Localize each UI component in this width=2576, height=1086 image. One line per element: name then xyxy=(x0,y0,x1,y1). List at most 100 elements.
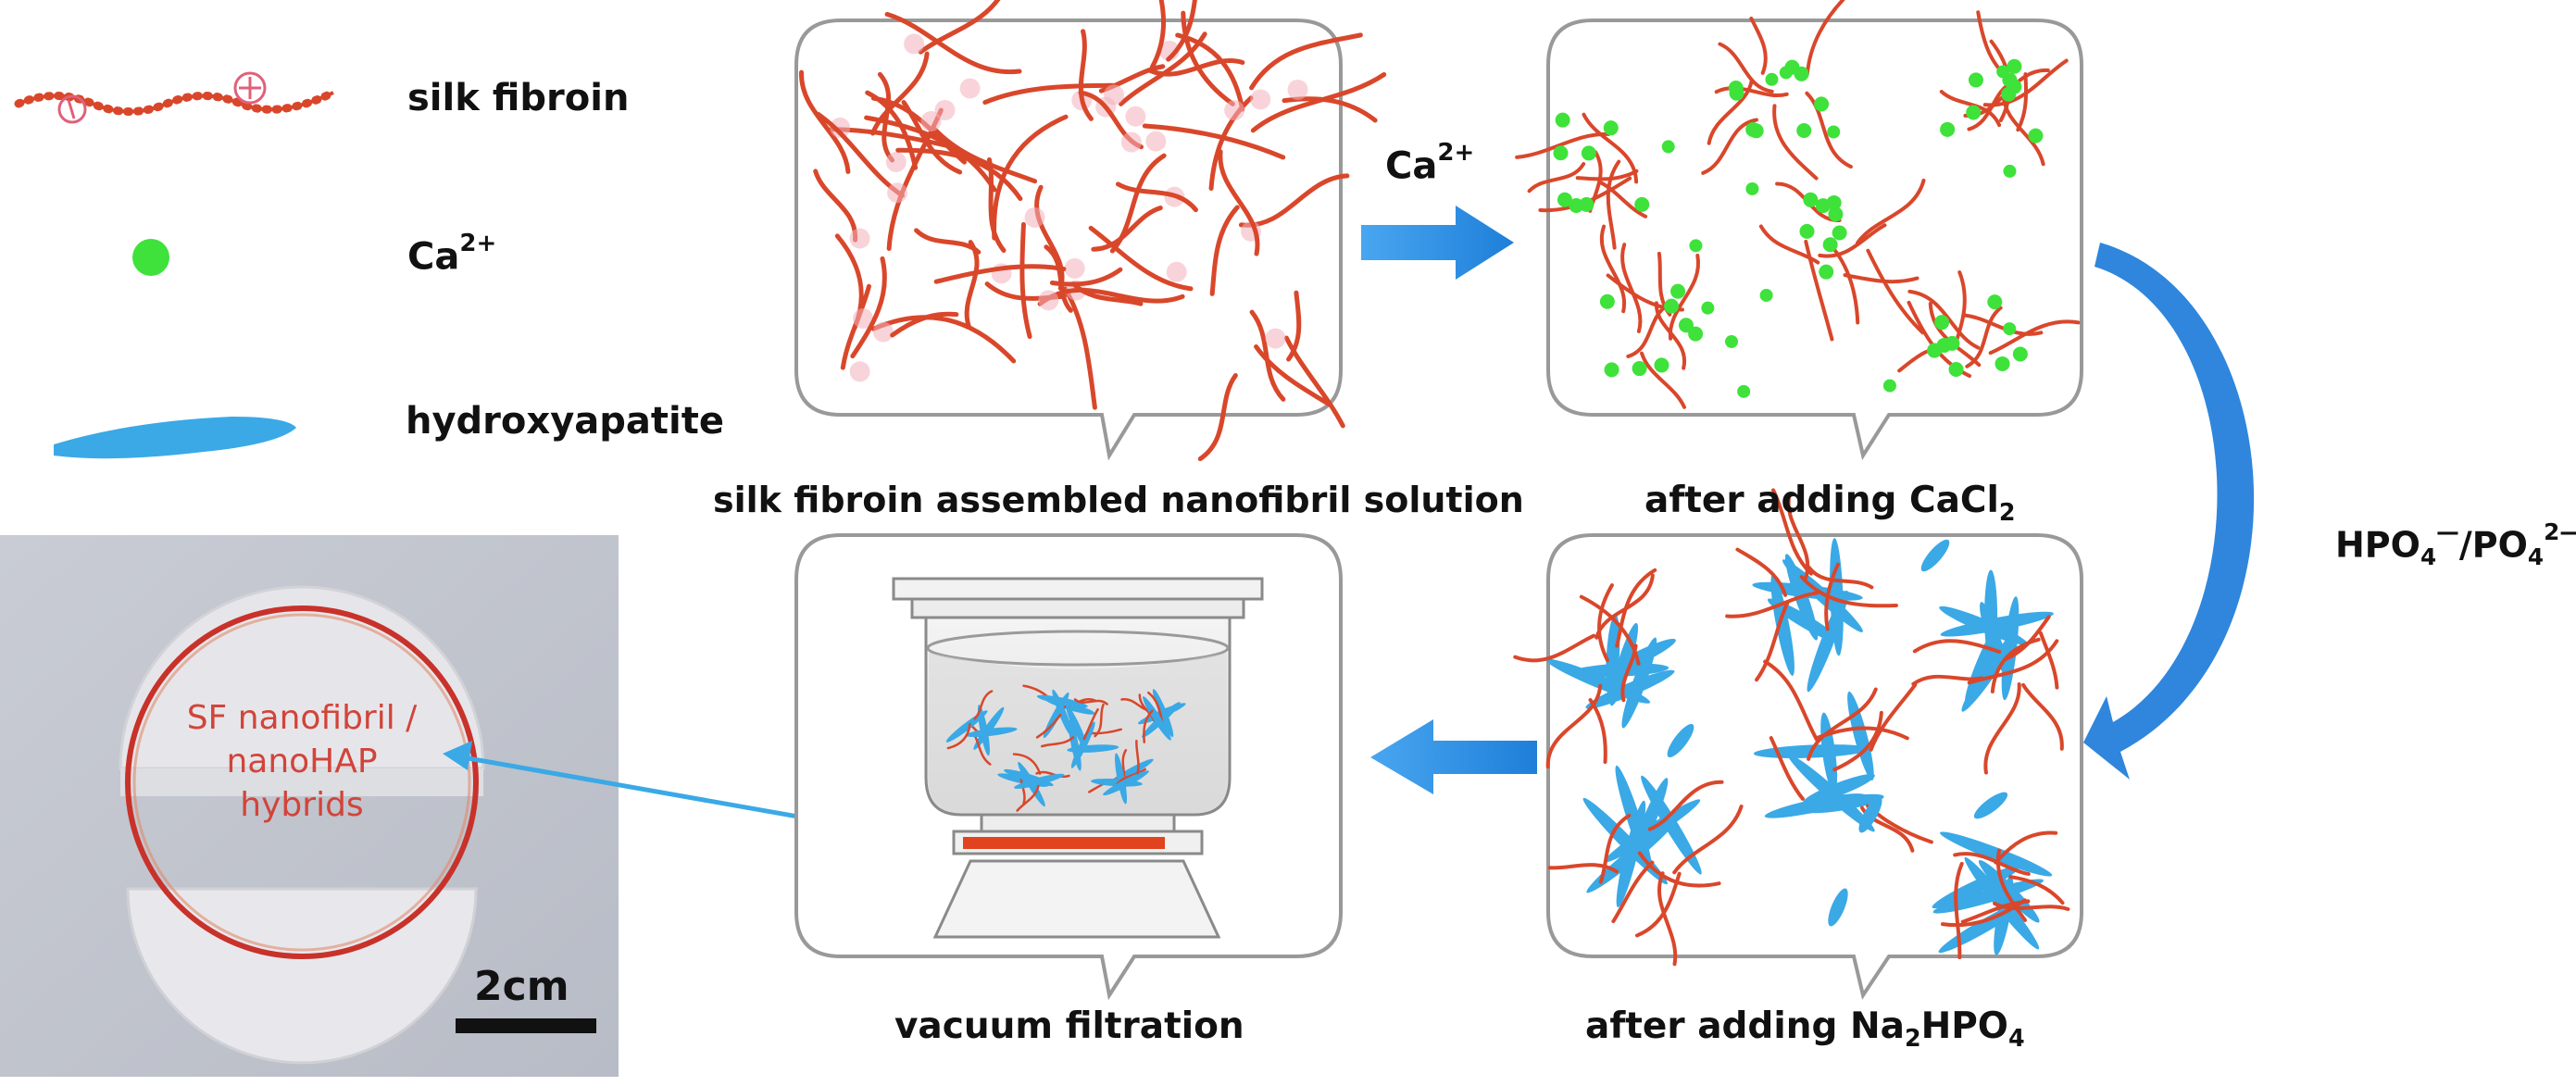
filter-membrane xyxy=(963,837,1165,849)
fibril xyxy=(1772,104,1819,181)
calcium-ion xyxy=(1815,198,1831,214)
calcium-ion xyxy=(1745,121,1761,137)
hydroxyapatite-crystal xyxy=(973,706,1005,750)
fibril xyxy=(1575,169,1639,181)
caption-after-na2hpo4: after adding Na2HPO4 xyxy=(1585,1005,2025,1052)
calcium-ion xyxy=(1828,206,1844,222)
fibril xyxy=(1283,335,1345,429)
hydroxyapatite-crystal xyxy=(1961,630,2018,712)
fibril xyxy=(1626,303,1670,358)
fibril xyxy=(2038,630,2059,690)
calcium-ion xyxy=(1664,298,1680,314)
calcium-ion xyxy=(1553,145,1569,161)
fibril xyxy=(1818,223,1887,258)
charge-site xyxy=(849,361,870,382)
fibril xyxy=(932,127,1038,184)
caption-na2hpo4-part-a: after adding Na xyxy=(1585,1005,1905,1047)
fibril xyxy=(1073,698,1108,705)
calcium-ion xyxy=(1968,72,1983,88)
legend-calcium-label: Ca2+ xyxy=(407,230,496,279)
ca-arrow-label-text: Ca xyxy=(1385,144,1438,188)
calcium-ion xyxy=(1803,192,1819,207)
fibril xyxy=(1718,42,1774,94)
filtration-arrow xyxy=(1370,719,1537,794)
fibril xyxy=(1545,683,1603,769)
fibril xyxy=(1218,149,1260,256)
hydroxyapatite-crystal xyxy=(1036,694,1088,708)
hydroxyapatite-crystal xyxy=(1804,793,1884,814)
caption-after-cacl2: after adding CaCl2 xyxy=(1644,480,2016,526)
fibril xyxy=(1249,309,1286,402)
fibril xyxy=(1527,162,1586,193)
fibril xyxy=(1606,159,1621,250)
calcium-ion xyxy=(1819,264,1834,280)
ca-arrow-label: Ca2+ xyxy=(1385,139,1474,188)
fibril xyxy=(1082,708,1099,741)
charge-site xyxy=(849,228,870,249)
charge-site xyxy=(1265,328,1286,349)
phosphate-addition-arrow xyxy=(2083,243,2255,780)
fibril xyxy=(1807,565,1874,590)
fibril xyxy=(1988,319,2081,356)
calcium-ion xyxy=(1557,192,1572,207)
hydroxyapatite-crystal xyxy=(1143,696,1171,741)
fibril xyxy=(1040,736,1075,748)
fibril xyxy=(1640,351,1687,409)
fibril xyxy=(2016,72,2029,132)
fibril xyxy=(1911,674,1984,686)
fibril xyxy=(1597,583,1614,663)
hydroxyapatite-crystal xyxy=(1667,723,1694,758)
hydroxyapatite-crystal xyxy=(1940,831,2053,877)
legend-silk-fibroin-label: silk fibroin xyxy=(407,77,630,119)
fibril xyxy=(884,11,1022,75)
fibril xyxy=(1965,306,2003,368)
calcium-ion xyxy=(1725,334,1739,348)
fibril xyxy=(1115,768,1146,786)
fibril xyxy=(1963,313,2044,336)
charge-site xyxy=(1125,106,1146,127)
phosphate-label-charge-1: — xyxy=(2436,518,2459,545)
fibril xyxy=(1547,863,1619,874)
phosphate-label-charge-2: 2— xyxy=(2544,518,2576,545)
charge-site xyxy=(904,33,925,55)
fibril xyxy=(1769,736,1805,801)
calcium-ion xyxy=(1832,225,1847,241)
fibril xyxy=(1701,118,1758,175)
calcium-ion xyxy=(1827,125,1841,139)
fibril xyxy=(1019,221,1032,340)
fibril xyxy=(1843,273,1919,284)
charge-site xyxy=(853,307,874,329)
calcium-ion xyxy=(1661,140,1675,154)
calcium-ion xyxy=(1581,145,1596,161)
calcium-ion xyxy=(1759,288,1773,302)
phosphate-label-sub-1: 4 xyxy=(2420,543,2437,571)
fibril xyxy=(1035,713,1062,739)
calcium-ion xyxy=(1814,96,1830,112)
fibril xyxy=(1016,784,1040,812)
photo-label-line-2: nanoHAP xyxy=(226,743,378,780)
fibril xyxy=(1647,780,1724,831)
calcium-ion xyxy=(2001,86,2017,102)
fibril xyxy=(877,71,895,163)
calcium-ion xyxy=(1603,120,1619,136)
charge-site xyxy=(1064,257,1085,279)
fibril xyxy=(1771,488,1813,576)
filtration-funnel xyxy=(892,577,1264,939)
charge-site xyxy=(872,321,894,343)
calcium-ion xyxy=(2003,322,2017,336)
hydroxyapatite-crystal xyxy=(1770,573,1794,676)
fibril xyxy=(918,0,1001,55)
calcium-ion xyxy=(2003,164,2017,178)
calcium-ion xyxy=(1995,356,2010,371)
fibril xyxy=(1249,32,1363,91)
fibril xyxy=(1599,181,1648,218)
hydroxyapatite-crystal xyxy=(945,710,988,743)
calcium-ion xyxy=(2007,58,2022,74)
calcium-ion xyxy=(1555,112,1570,128)
caption-after-cacl2-text: after adding CaCl xyxy=(1644,480,1999,521)
fibril xyxy=(1078,29,1094,121)
fibril xyxy=(1598,813,1632,884)
calcium-ion xyxy=(1796,123,1812,139)
calcium-ion xyxy=(1765,72,1779,86)
